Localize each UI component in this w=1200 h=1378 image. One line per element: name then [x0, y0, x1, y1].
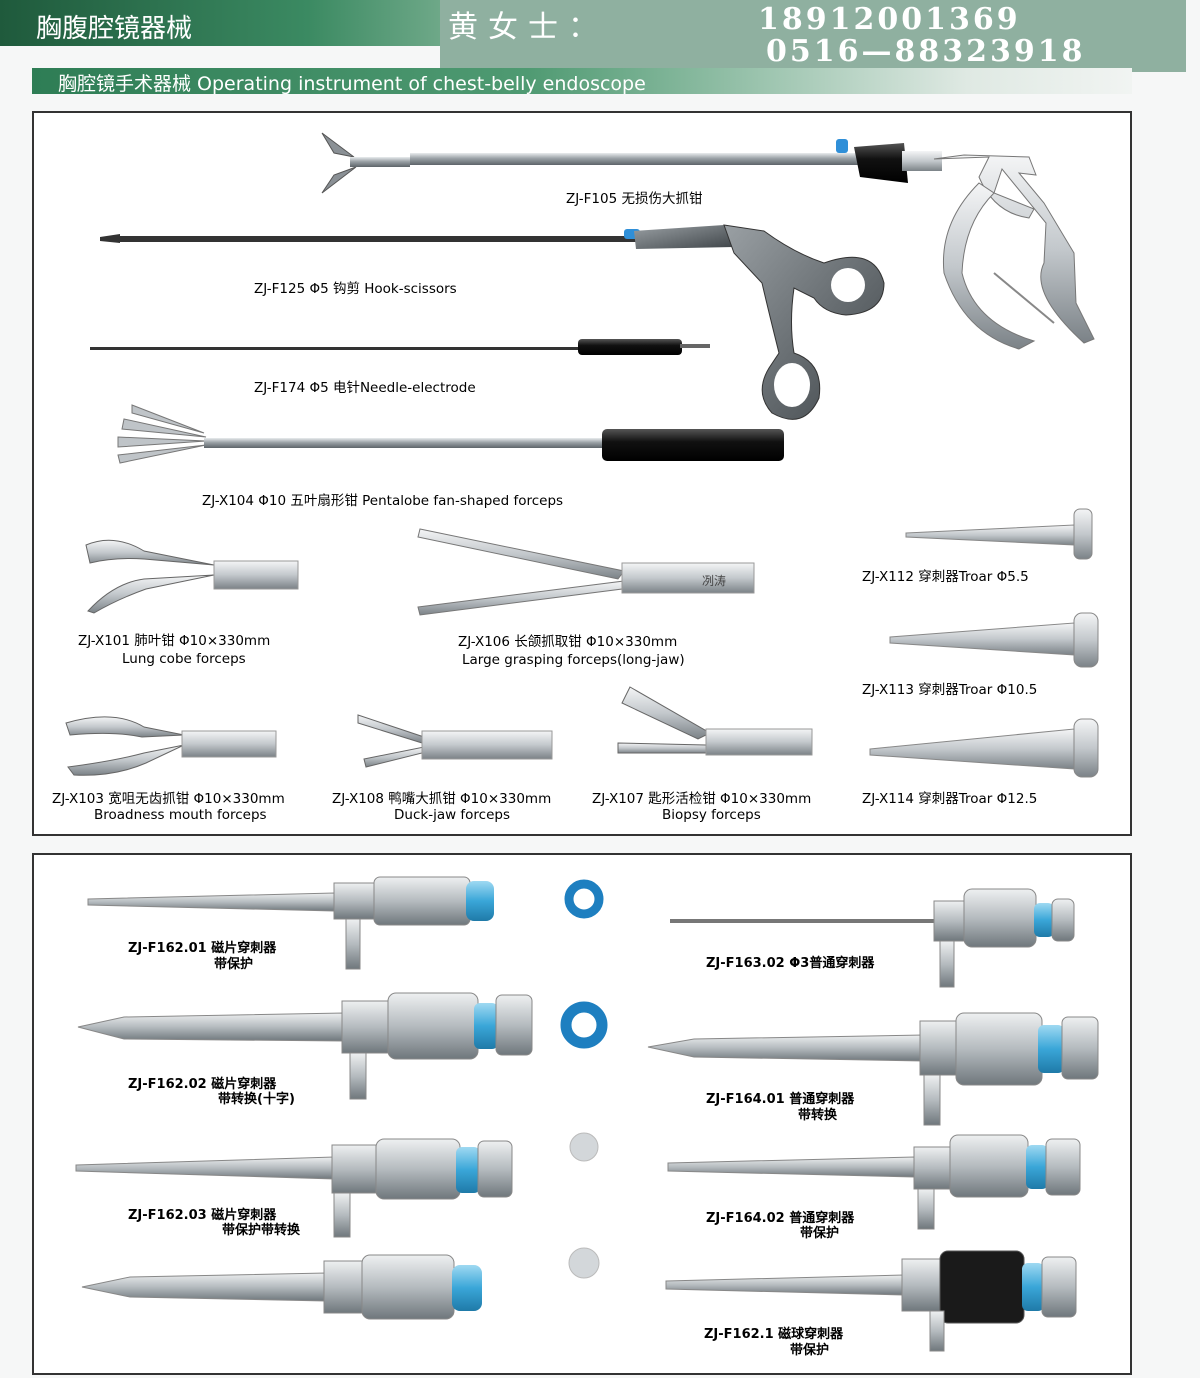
instrument-panel-bottom: ZJ-F162.01 磁片穿刺器 带保护 ZJ-F163.02 Φ3普通穿刺器 …: [32, 853, 1132, 1375]
label-f1621: ZJ-F162.1 磁球穿刺器: [704, 1326, 844, 1342]
trocar-f16203-icon: [75, 1138, 513, 1238]
instrument-f125-scissors-icon: [100, 224, 885, 420]
label-x114: ZJ-X114 穿刺器Troar Φ12.5: [862, 791, 1037, 807]
phone-landline: 0516—88323918: [766, 34, 1086, 69]
trocar-unlabeled-icon: [81, 1254, 482, 1320]
label-f16202-sub: 带转换(十字): [218, 1091, 295, 1107]
instrument-x106-long-jaw-forceps-icon: 冽涛: [417, 528, 755, 616]
instrument-f105-grasper-icon: [321, 132, 1095, 350]
seal-ring-icon: [564, 879, 604, 919]
trocar-illustrations-bottom: ZJ-F162.01 磁片穿刺器 带保护 ZJ-F163.02 Φ3普通穿刺器 …: [75, 876, 1099, 1358]
instrument-x112-trocar-icon: [905, 508, 1093, 560]
instrument-x103-broad-forceps-icon: [65, 716, 277, 776]
label-x104: ZJ-X104 Φ10 五叶扇形钳 Pentalobe fan-shaped f…: [202, 493, 563, 509]
trocar-f16401-icon: [647, 1012, 1099, 1126]
trocar-f1621-icon: [665, 1250, 1077, 1352]
label-f16401-sub: 带转换: [798, 1107, 838, 1123]
label-x103: ZJ-X103 宽咀无齿抓钳 Φ10×330mm: [52, 790, 285, 807]
instrument-x107-biopsy-forceps-icon: [617, 686, 813, 756]
label-x106: ZJ-X106 长颌抓取钳 Φ10×330mm: [458, 634, 677, 650]
label-x112: ZJ-X112 穿刺器Troar Φ5.5: [862, 569, 1029, 585]
label-f16201-sub: 带保护: [214, 956, 253, 972]
label-x107-en: Biopsy forceps: [662, 807, 761, 823]
seal-disc-icon: [569, 1132, 599, 1162]
label-x108: ZJ-X108 鸭嘴大抓钳 Φ10×330mm: [332, 791, 551, 807]
label-f16402: ZJ-F164.02 普通穿刺器: [706, 1210, 855, 1226]
instrument-x101-lung-forceps-icon: [85, 539, 299, 614]
instrument-f174-needle-icon: [90, 339, 710, 355]
label-f16302: ZJ-F163.02 Φ3普通穿刺器: [706, 955, 875, 971]
label-x108-en: Duck-jaw forceps: [394, 807, 510, 823]
category-banner: 胸腹腔镜器械: [0, 0, 440, 46]
label-x103-en: Broadness mouth forceps: [94, 807, 267, 823]
label-f16203: ZJ-F162.03 磁片穿刺器: [128, 1207, 277, 1223]
label-f16402-sub: 带保护: [800, 1225, 839, 1241]
label-f16203-sub: 带保护带转换: [222, 1222, 301, 1238]
instrument-illustrations-top: ZJ-F105 无损伤大抓钳 ZJ-F125 Φ5 钩剪 Hook-scisso…: [52, 132, 1099, 823]
label-f125: ZJ-F125 Φ5 钩剪 Hook-scissors: [254, 281, 457, 297]
label-f174: ZJ-F174 Φ5 电针Needle-electrode: [254, 380, 476, 396]
section-subtitle-bar: 胸腔镜手术器械 Operating instrument of chest-be…: [32, 68, 1132, 95]
trocar-f16302-icon: [670, 888, 1075, 988]
instrument-panel-top: ZJ-F105 无损伤大抓钳 ZJ-F125 Φ5 钩剪 Hook-scisso…: [32, 111, 1132, 836]
label-f16201: ZJ-F162.01 磁片穿刺器: [128, 940, 277, 956]
category-title: 胸腹腔镜器械: [36, 14, 193, 44]
instrument-x108-duck-jaw-forceps-icon: [357, 714, 553, 768]
label-f1621-sub: 带保护: [790, 1342, 829, 1358]
label-x106-en: Large grasping forceps(long-jaw): [462, 652, 685, 668]
engraving: 冽涛: [702, 573, 726, 588]
instrument-x114-trocar-icon: [869, 718, 1099, 778]
label-x107: ZJ-X107 匙形活检钳 Φ10×330mm: [592, 791, 811, 807]
contact-banner: 黄女士： 18912001369 0516—88323918: [440, 0, 1186, 72]
label-f16202: ZJ-F162.02 磁片穿刺器: [128, 1076, 277, 1092]
label-f105: ZJ-F105 无损伤大抓钳: [566, 191, 702, 207]
seal-ring-icon: [560, 1001, 608, 1049]
label-f16401: ZJ-F164.01 普通穿刺器: [706, 1091, 855, 1107]
label-x113: ZJ-X113 穿刺器Troar Φ10.5: [862, 682, 1037, 698]
instrument-x104-fan-forceps-icon: [117, 404, 784, 464]
trocar-f16202-icon: [77, 992, 533, 1100]
section-subtitle: 胸腔镜手术器械 Operating instrument of chest-be…: [58, 73, 646, 95]
label-x101-en: Lung cobe forceps: [122, 651, 246, 667]
label-x101: ZJ-X101 肺叶钳 Φ10×330mm: [78, 633, 270, 649]
seal-disc-icon: [568, 1247, 600, 1279]
instrument-x113-trocar-icon: [889, 612, 1099, 668]
contact-name: 黄女士：: [448, 10, 608, 45]
trocar-f16402-icon: [667, 1134, 1081, 1230]
trocar-f16201-icon: [87, 876, 494, 970]
phone-mobile: 18912001369: [758, 2, 1021, 37]
